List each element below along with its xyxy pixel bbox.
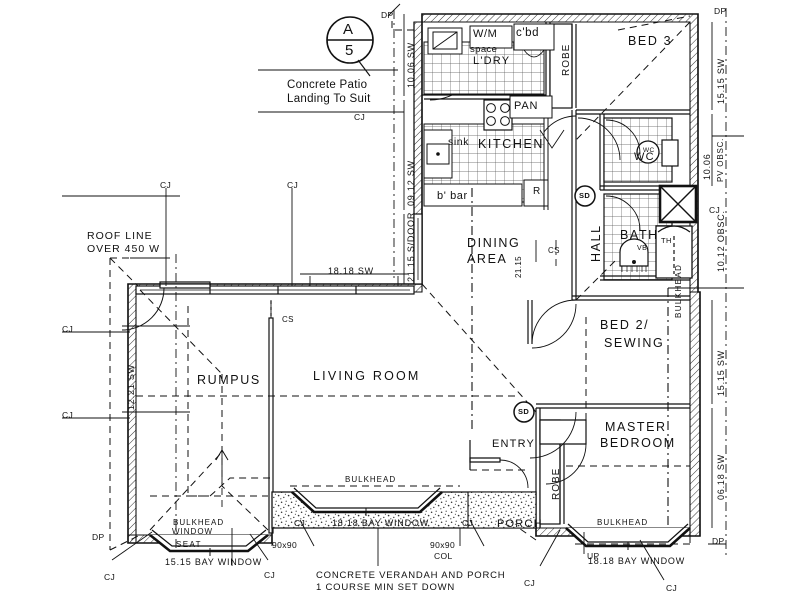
dim-master-bay: 18.18 BAY WINDOW (588, 556, 685, 566)
note-patio-line2: Landing To Suit (287, 93, 371, 105)
cj-marker-3: CJ (354, 112, 366, 122)
dim-wc-window-type: PV OBSC. (716, 137, 725, 182)
cj-marker-8: CJ (294, 518, 306, 528)
dim-bath-window: 10.12 OBSC. (716, 210, 726, 272)
dim-rumpus-window: 12.21 SW (126, 364, 136, 410)
room-label-porch: PORCH (497, 518, 543, 530)
detail-marker-number: 5 (345, 42, 354, 59)
room-label-entry: ENTRY (492, 438, 536, 450)
dim-dining-sliding-door: 21.15 S/DOOR (406, 211, 416, 282)
dim-laundry-window: 10.06 SW (406, 42, 416, 88)
room-label-laundry: L'DRY (473, 55, 511, 67)
dp-marker-2: DP (714, 6, 727, 16)
dp-marker-4: DP (712, 536, 725, 546)
dp-marker-3: DP (92, 532, 105, 542)
cj-marker-4: CJ (62, 324, 74, 334)
note-verandah-line1: CONCRETE VERANDAH AND PORCH (316, 570, 506, 581)
room-label-kitchen: KITCHEN (478, 137, 545, 151)
cj-marker-5: CJ (62, 410, 74, 420)
note-verandah-line2: 1 COURSE MIN SET DOWN (316, 582, 456, 593)
fixture-label-vanity-basin: VB (637, 245, 648, 252)
col-label-2: 90x90 (430, 540, 456, 550)
fixture-label-wm-space: space (470, 44, 498, 55)
bulkhead-label-master: BULKHEAD (597, 518, 649, 527)
dim-bed3-window: 15.15 SW (716, 58, 726, 104)
bulkhead-label-sewing: BULKHEAD (674, 263, 683, 318)
cj-marker-10: CJ (524, 578, 536, 588)
room-label-bed3: BED 3 (628, 34, 673, 48)
fixture-label-fridge: R (533, 186, 541, 197)
dim-master-window: 06.18 SW (716, 454, 726, 500)
dim-sewing-window: 15.15 SW (716, 350, 726, 396)
cj-marker-2: CJ (287, 180, 299, 190)
room-label-dining-2: AREA (467, 252, 508, 266)
dp-marker-1: DP (381, 10, 394, 20)
bulkhead-label-rumpus: BULKHEAD (173, 518, 225, 527)
bulkhead-label-living: BULKHEAD (345, 475, 397, 484)
fixture-label-robe-master: ROBE (551, 467, 562, 500)
cs-marker-living: CS (282, 315, 294, 324)
cj-marker-6: CJ (104, 572, 116, 582)
col-label-2-sub: COL (434, 551, 453, 561)
room-label-hall: HALL (589, 224, 603, 262)
note-roofline-line2: OVER 450 W (87, 243, 161, 255)
detail-marker-circle (326, 16, 374, 77)
room-label-living: LIVING ROOM (313, 369, 421, 383)
cj-marker-9: CJ (462, 518, 474, 528)
room-label-dining: DINING (467, 236, 521, 250)
smoke-detector-label-1: SD (579, 191, 591, 200)
note-roofline-line1: ROOF LINE (87, 230, 153, 242)
fixture-label-bath-tub: TH (661, 236, 672, 245)
fixture-label-cupboard: c'bd (516, 27, 540, 39)
dim-kitchen-window: 09.12 SW (406, 160, 416, 206)
cj-marker-1: CJ (160, 180, 172, 190)
room-label-master-2: BEDROOM (600, 436, 676, 450)
room-label-master: MASTER (605, 420, 667, 434)
window-label-rumpus: WINDOW (172, 527, 214, 536)
dim-dining-tick: 21.15 (514, 255, 523, 278)
fixture-label-wc-pan: WC (643, 147, 655, 154)
smoke-detector-label-2: SD (518, 407, 530, 416)
col-label-1: 90x90 (272, 540, 298, 550)
room-label-bed2: BED 2/ (600, 318, 650, 332)
seat-label-rumpus: SEAT (176, 540, 202, 549)
detail-marker-letter: A (343, 21, 354, 38)
room-label-bed2-2: SEWING (604, 336, 665, 350)
dim-living-bay: 18.18 BAY WINDOW (332, 518, 429, 528)
room-label-wc: WC (634, 151, 655, 163)
note-patio-line1: Concrete Patio (287, 79, 368, 91)
cs-marker-hall: CS (548, 246, 560, 255)
fixture-label-pantry: PAN (514, 100, 539, 112)
fixture-label-sink: sink (448, 136, 470, 148)
fixture-label-robe-bed3: ROBE (561, 43, 572, 76)
fixture-label-washing-machine: W/M (473, 28, 498, 40)
room-label-bath: BATH (620, 228, 659, 242)
cj-marker-12: CJ (709, 205, 721, 215)
room-label-rumpus: RUMPUS (197, 373, 261, 387)
cj-marker-11: CJ (666, 583, 678, 593)
fixture-label-breakfast-bar: b' bar (437, 190, 468, 202)
up-label: UP (587, 551, 600, 561)
dim-rumpus-bay: 15.15 BAY WINDOW (165, 557, 262, 567)
dim-wc-window: 10.06 (702, 153, 712, 180)
cj-marker-7: CJ (264, 570, 276, 580)
dim-living-north-window: 18.18 SW (328, 266, 374, 276)
